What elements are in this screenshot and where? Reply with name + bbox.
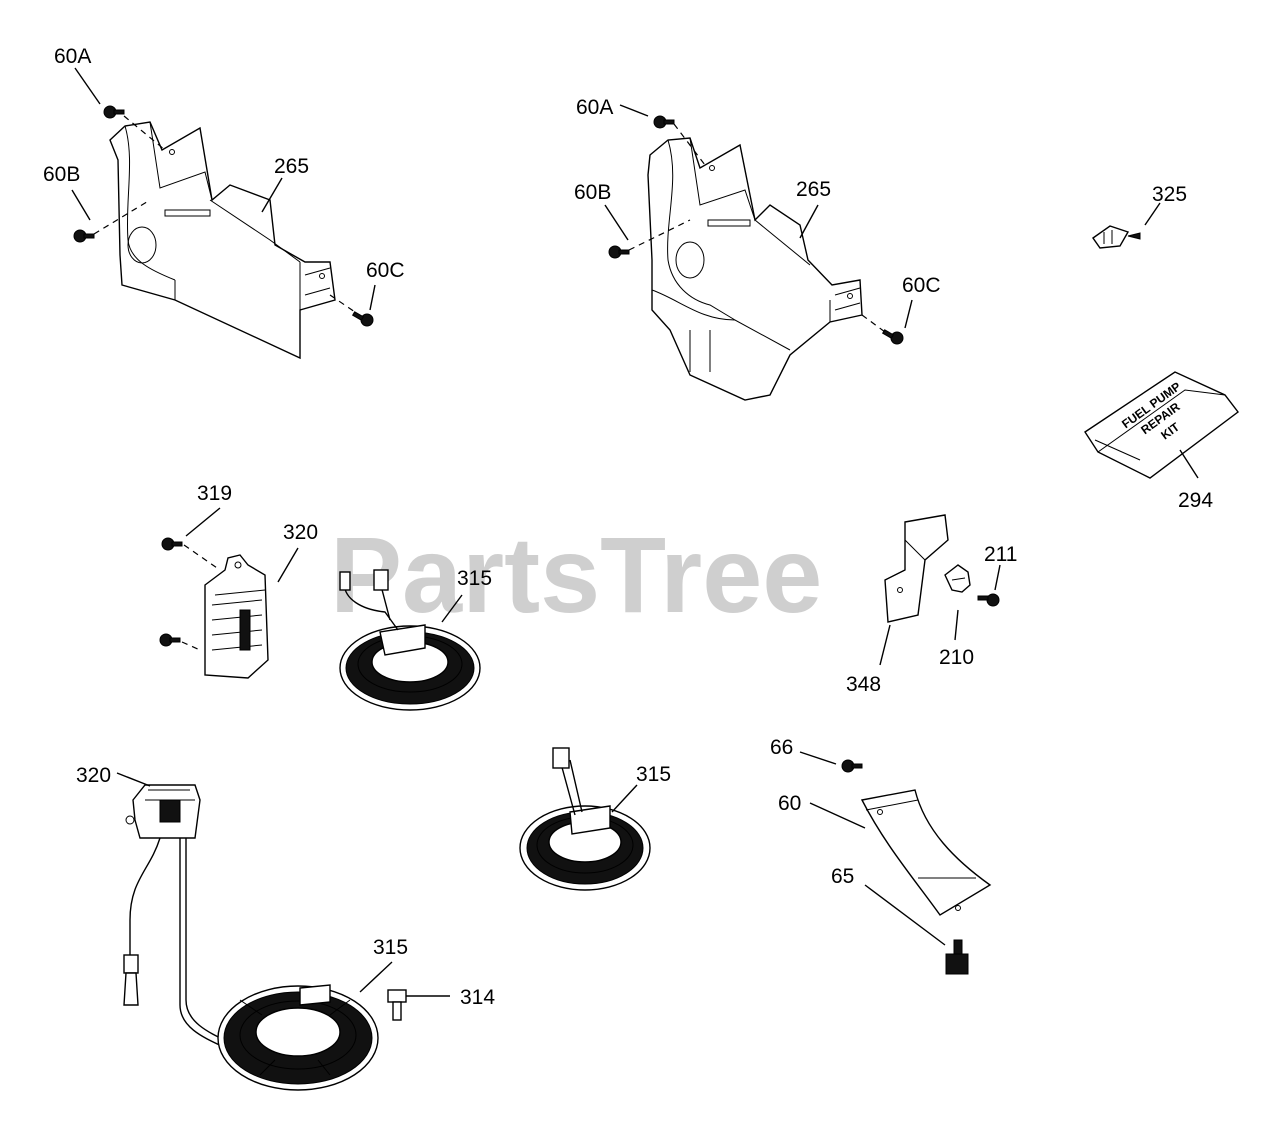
bolt-314[interactable] [387, 989, 450, 1021]
label-315-upper: 315 [457, 567, 492, 590]
screw-319-lower[interactable] [159, 633, 181, 647]
screw-211[interactable] [977, 593, 1000, 607]
screw-60a-right[interactable] [653, 115, 675, 129]
screw-60c-left[interactable] [351, 311, 374, 327]
part-325-clip[interactable] [1092, 225, 1141, 249]
screw-60b-left[interactable] [73, 229, 95, 243]
blower-housing-left[interactable] [109, 121, 336, 360]
screw-60a-left[interactable] [103, 105, 125, 119]
label-211: 211 [984, 543, 1017, 566]
stator-315-upper[interactable] [339, 569, 481, 711]
label-60c-left: 60C [366, 259, 405, 282]
partstree-watermark: PartsTree [330, 514, 822, 635]
label-66: 66 [770, 736, 793, 759]
label-60a-left: 60A [54, 45, 91, 68]
fuel-pump-repair-kit[interactable]: FUEL PUMP REPAIR KIT [1084, 371, 1239, 479]
clip-210[interactable] [944, 564, 971, 593]
screw-60c-right[interactable] [881, 329, 904, 345]
label-265-right: 265 [796, 178, 831, 201]
label-315-lower: 315 [373, 936, 408, 959]
screw-319-upper[interactable] [161, 537, 183, 551]
label-320-lower: 320 [76, 764, 111, 787]
stator-315-lower[interactable] [217, 984, 379, 1091]
label-265-left: 265 [274, 155, 309, 178]
guard-60[interactable] [860, 789, 992, 916]
blower-housing-right[interactable] [647, 137, 863, 401]
label-325: 325 [1152, 183, 1187, 206]
bracket-348[interactable] [884, 514, 949, 623]
rectifier-320-upper[interactable] [204, 554, 269, 679]
label-65: 65 [831, 865, 854, 888]
screw-65[interactable] [945, 939, 969, 975]
label-210: 210 [939, 646, 974, 669]
label-315-middle: 315 [636, 763, 671, 786]
label-60a-right: 60A [576, 96, 613, 119]
stator-315-middle[interactable] [519, 747, 651, 891]
wire-harness [123, 837, 236, 1051]
label-60b-right: 60B [574, 181, 611, 204]
label-348: 348 [846, 673, 881, 696]
label-319: 319 [197, 482, 232, 505]
label-60c-right: 60C [902, 274, 941, 297]
label-294: 294 [1178, 489, 1213, 512]
screw-66[interactable] [841, 759, 863, 773]
label-60b-left: 60B [43, 163, 80, 186]
label-320-upper: 320 [283, 521, 318, 544]
rectifier-320-lower[interactable] [125, 784, 201, 839]
label-60: 60 [778, 792, 801, 815]
label-314: 314 [460, 986, 495, 1009]
screw-60b-right[interactable] [608, 245, 630, 259]
